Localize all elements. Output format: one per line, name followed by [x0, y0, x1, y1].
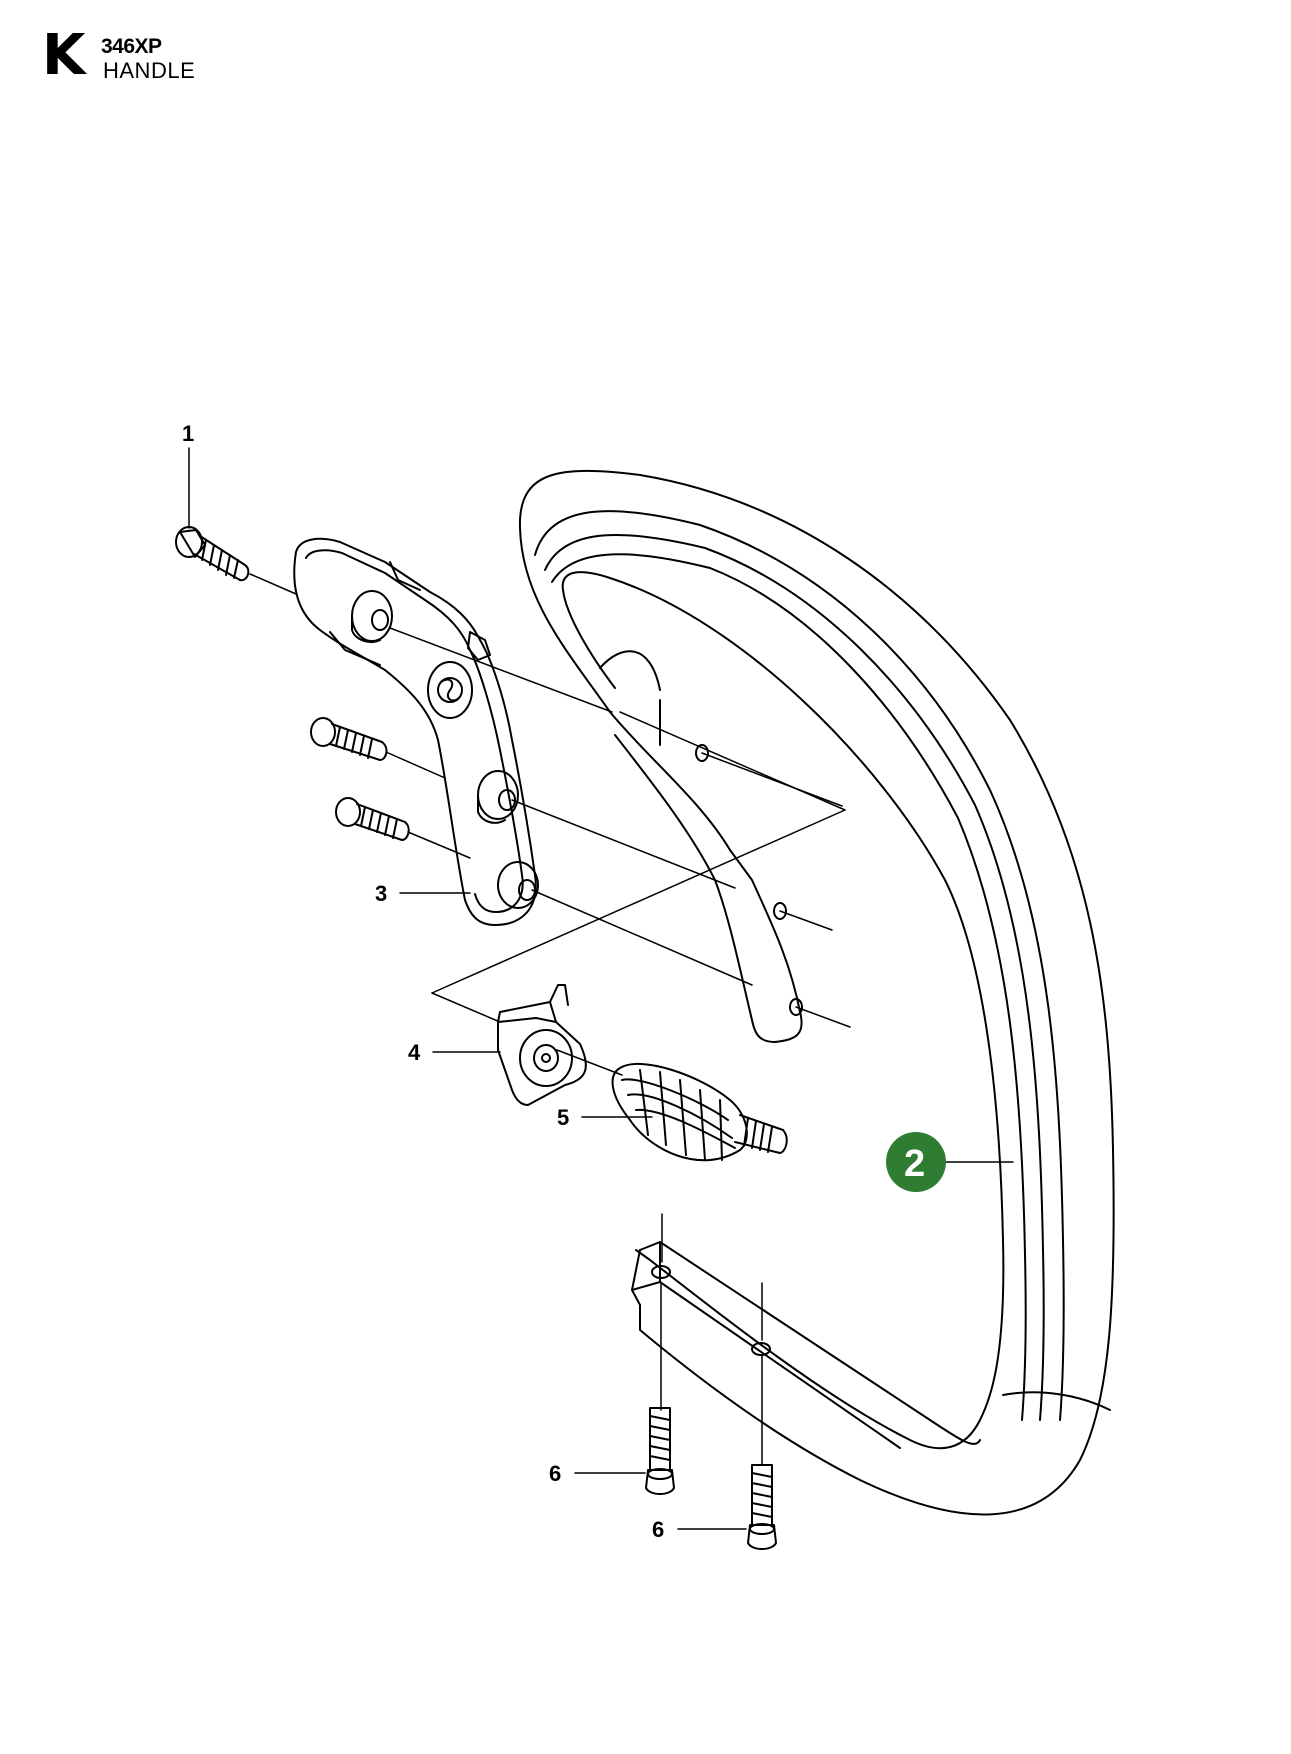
leader-lines — [188, 447, 1014, 1530]
callout-1: 1 — [182, 421, 194, 446]
callout-label: 2 — [904, 1143, 925, 1185]
buffer-bracket — [431, 711, 846, 1106]
callout-label: 3 — [375, 881, 387, 906]
callout-badge — [886, 1132, 946, 1192]
av-buffer — [611, 1063, 788, 1162]
handle-bracket — [293, 537, 753, 986]
callout-label: 1 — [182, 421, 194, 446]
screw-bracket-upper — [310, 717, 446, 779]
callout-label: 4 — [408, 1040, 421, 1065]
callout-2: 2 — [886, 1132, 946, 1192]
callout-5: 5 — [557, 1105, 569, 1130]
page-title: HANDLE — [103, 58, 196, 83]
callout-3: 3 — [375, 881, 387, 906]
callout-4: 4 — [408, 1040, 421, 1065]
front-handle-bar — [518, 469, 1115, 1516]
section-letter: K — [42, 23, 86, 88]
callout-6-right: 6 — [652, 1517, 664, 1542]
callout-label: 6 — [652, 1517, 664, 1542]
screw-bracket-lower — [335, 797, 471, 859]
screw-1 — [175, 526, 297, 595]
callout-6-left: 6 — [549, 1461, 561, 1486]
model-number: 346XP — [101, 35, 162, 58]
screw-6-left — [645, 1407, 675, 1495]
callout-label: 6 — [549, 1461, 561, 1486]
callout-label: 5 — [557, 1105, 569, 1130]
screw-6-right — [747, 1464, 777, 1550]
